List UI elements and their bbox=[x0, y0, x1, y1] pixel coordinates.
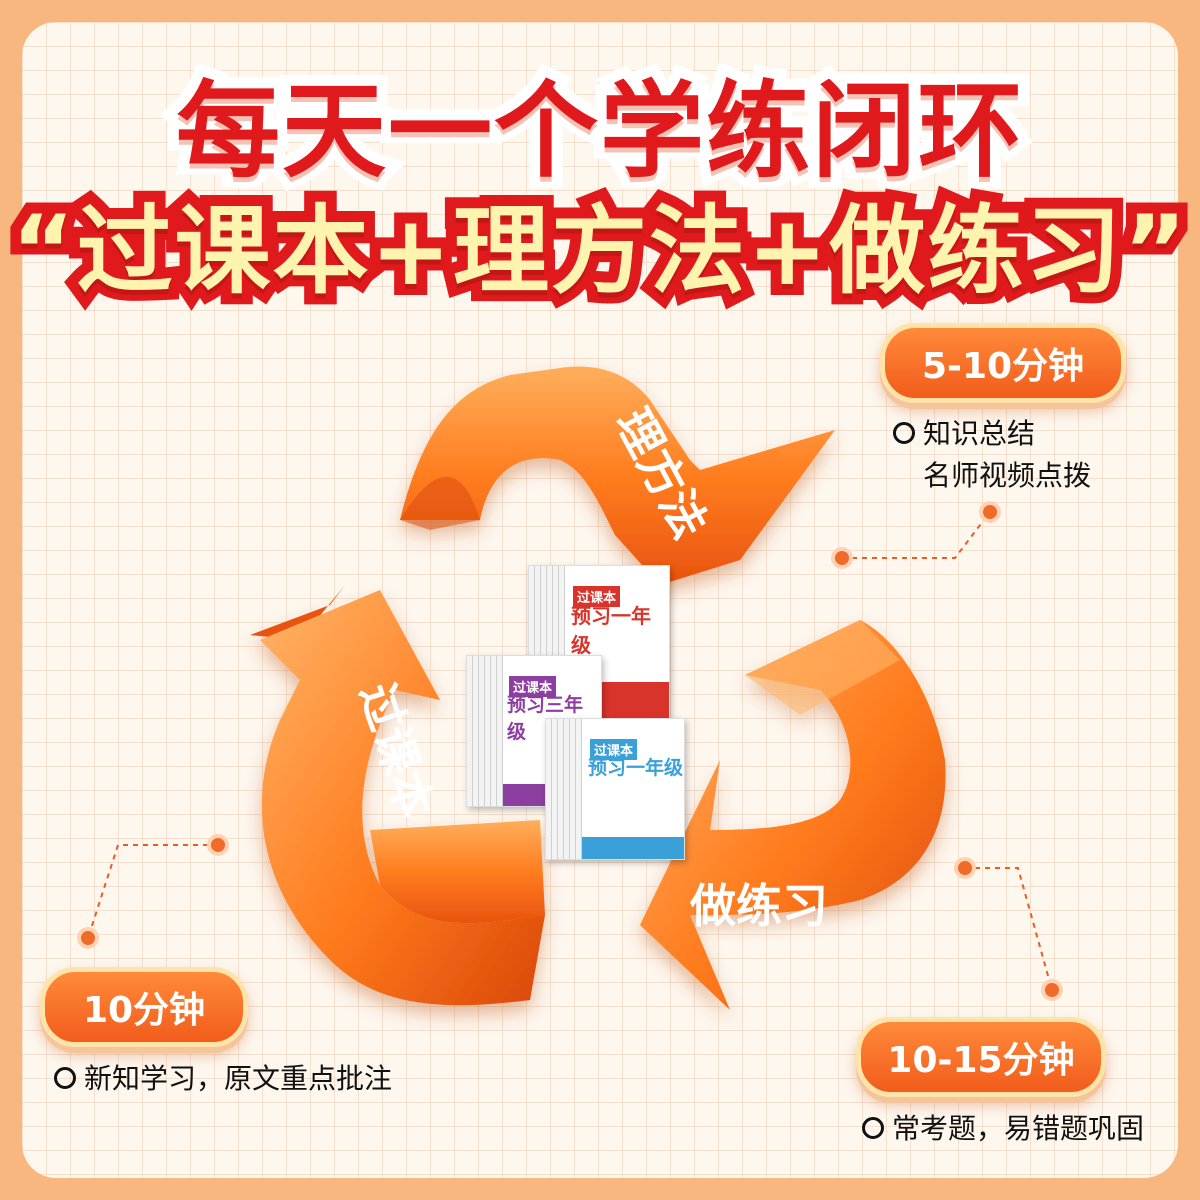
arrow-top bbox=[400, 366, 835, 585]
book-front: 过课本 预习一年级 bbox=[545, 718, 685, 860]
book-back-title: 预习一年级 bbox=[571, 604, 651, 657]
dot-bottom-right-b bbox=[1041, 979, 1063, 1001]
note-top-right-line1: 知识总结 bbox=[923, 417, 1036, 450]
book-back-series: 过课本 bbox=[573, 586, 621, 607]
note-bottom-left: 新知学习，原文重点批注 bbox=[54, 1058, 392, 1100]
book-left-series: 过课本 bbox=[509, 676, 557, 697]
dot-top-right-b bbox=[979, 501, 1001, 523]
book-front-title: 预习一年级 bbox=[588, 757, 684, 779]
note-top-right-line2: 名师视频点拨 bbox=[923, 459, 1092, 492]
dot-bottom-right-a bbox=[954, 857, 976, 879]
bullet-icon bbox=[54, 1067, 76, 1089]
dot-top-right-a bbox=[831, 547, 853, 569]
headline-line2: “过课本+理方法+做练习” bbox=[0, 184, 1197, 318]
dot-bottom-left-b bbox=[77, 927, 99, 949]
time-badge-bottom-left: 10分钟 bbox=[40, 967, 248, 1047]
bullet-icon bbox=[862, 1117, 884, 1139]
time-badge-top-right: 5-10分钟 bbox=[880, 323, 1126, 403]
book-front-band bbox=[582, 837, 684, 859]
bullet-icon bbox=[893, 422, 915, 444]
dot-bottom-left-a bbox=[207, 834, 229, 856]
connector-bottom-right bbox=[965, 867, 1053, 991]
arrow-right-label: 做练习 bbox=[689, 879, 828, 933]
note-bottom-left-line1: 新知学习，原文重点批注 bbox=[84, 1062, 393, 1095]
headline-line1: 每天一个学练闭环 bbox=[165, 61, 1033, 201]
connector-top-right bbox=[842, 511, 991, 559]
time-badge-bottom-right: 10-15分钟 bbox=[856, 1017, 1106, 1097]
note-bottom-right-line1: 常考题，易错题巩固 bbox=[892, 1112, 1145, 1145]
book-front-series: 过课本 bbox=[590, 739, 638, 760]
book-left-title: 预习三年级 bbox=[507, 694, 584, 743]
note-bottom-right: 常考题，易错题巩固 bbox=[862, 1108, 1144, 1150]
arrow-left bbox=[250, 585, 545, 1006]
arrow-right bbox=[640, 620, 946, 1010]
connector-bottom-left bbox=[87, 844, 218, 939]
note-top-right: 知识总结 名师视频点拨 bbox=[893, 413, 1091, 497]
